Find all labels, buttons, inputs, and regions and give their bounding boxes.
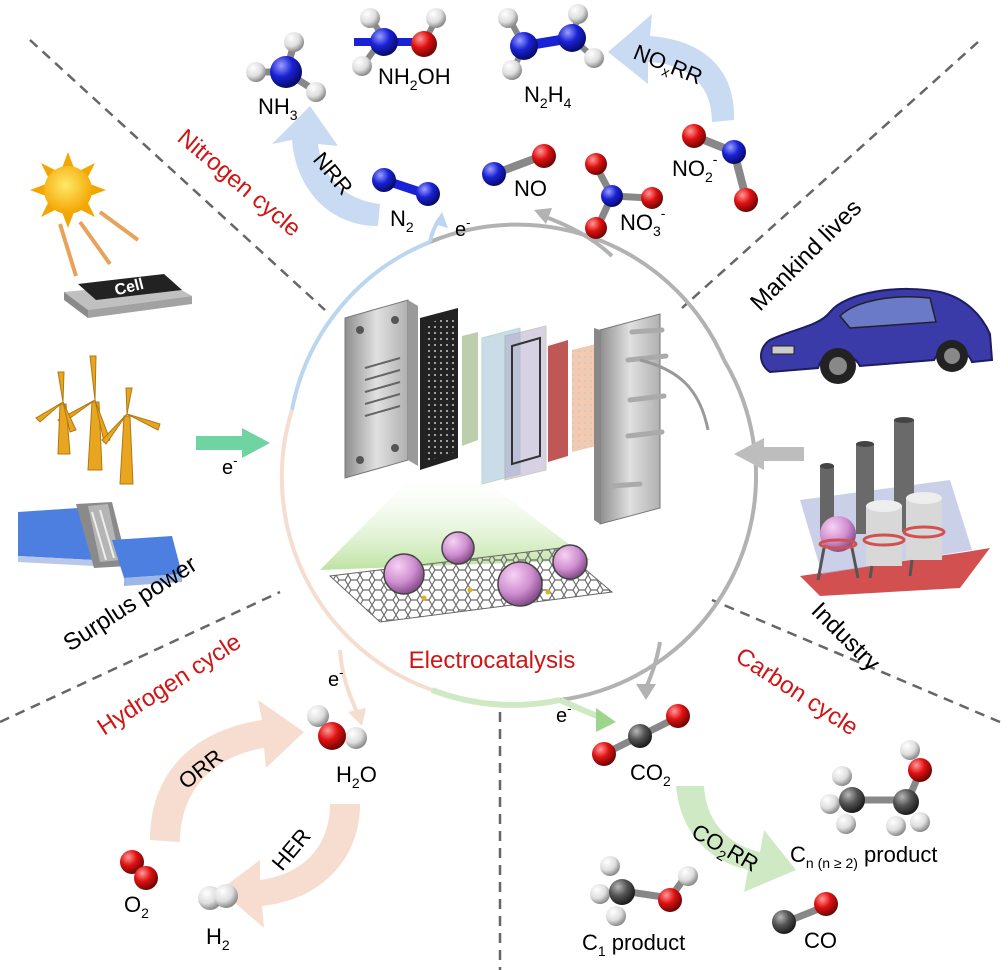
no3-molecule [585, 153, 663, 239]
nh3-molecule [246, 32, 326, 102]
no2-label: NO2- [672, 151, 718, 185]
nh3-label: NH3 [258, 94, 298, 123]
solar-cell-image: SolarCell [64, 258, 192, 318]
ring-arc-green [430, 687, 561, 708]
co-molecule [772, 892, 838, 934]
industry-label: Industry [806, 597, 885, 676]
electrolyzer-stack [344, 299, 710, 525]
industry-factory-image [800, 417, 990, 596]
no-label: NO [514, 176, 547, 201]
no3-label: NO3- [620, 205, 666, 239]
n2h4-molecule [498, 4, 604, 80]
no-molecule [482, 144, 556, 186]
o2-molecule [120, 850, 158, 890]
h2-label: H2 [206, 924, 230, 953]
central-cycle-ring [279, 208, 759, 732]
ring-arc-gray-right [559, 358, 759, 702]
nrr-arrow [272, 106, 380, 226]
ring-arc-gray-top [429, 222, 726, 361]
co2rr-label: CO2RR [686, 819, 763, 880]
ethanol-molecule [820, 740, 932, 836]
ring-arc-blue [290, 240, 431, 411]
wind-turbines-image [35, 355, 161, 485]
h2-molecule [198, 884, 238, 910]
graphene-catalyst-sheet [328, 531, 614, 623]
h2o-molecule [307, 705, 367, 750]
input-arrow-right [734, 438, 804, 470]
c1-product-label: C1 product [582, 930, 685, 959]
nh2oh-label: NH2OH [378, 64, 451, 93]
n2-label: N2 [390, 206, 414, 235]
h2o-label: H2O [336, 762, 377, 791]
power-electron-label: e- [222, 453, 237, 479]
divider-bottom-left [0, 590, 281, 724]
her-arrow [220, 804, 360, 928]
section-dividers [0, 39, 1001, 970]
cn-product-label: Cn (n ≥ 2) product [790, 842, 937, 871]
methanol-molecule [590, 856, 698, 926]
sun-icon [30, 152, 106, 228]
co2-label: CO2 [630, 760, 671, 789]
divider-bottom-right [711, 598, 1001, 724]
co2-molecule [592, 704, 690, 766]
nh2oh-molecule [352, 8, 446, 76]
hydrogen-cycle-label: Hydrogen cycle [93, 628, 246, 741]
noxrr-arrow [608, 14, 735, 122]
catalyst-zoom-beam [320, 468, 590, 570]
nitrogen-cycle-label: Nitrogen cycle [172, 124, 306, 242]
carbon-electron-label: e- [556, 701, 571, 727]
center-label: Electrocatalysis [409, 647, 576, 674]
no2-molecule [682, 124, 758, 212]
sun-rays [58, 210, 140, 277]
o2-label: O2 [124, 892, 149, 921]
nitrogen-electron-label: e- [455, 215, 470, 241]
n2-molecule [372, 168, 440, 206]
hydrogen-electron-label: e- [328, 665, 343, 691]
input-arrow-left [196, 428, 270, 458]
hydropower-dam-image [18, 502, 182, 586]
divider-top-right [681, 41, 979, 309]
n2h4-label: N2H4 [524, 82, 572, 111]
orr-arrow [150, 700, 304, 842]
carbon-cycle-label: Carbon cycle [731, 642, 863, 741]
ring-arc-orange [279, 409, 433, 692]
co2rr-arrow [676, 786, 796, 892]
car-image [760, 287, 994, 384]
co-label: CO [804, 928, 837, 953]
